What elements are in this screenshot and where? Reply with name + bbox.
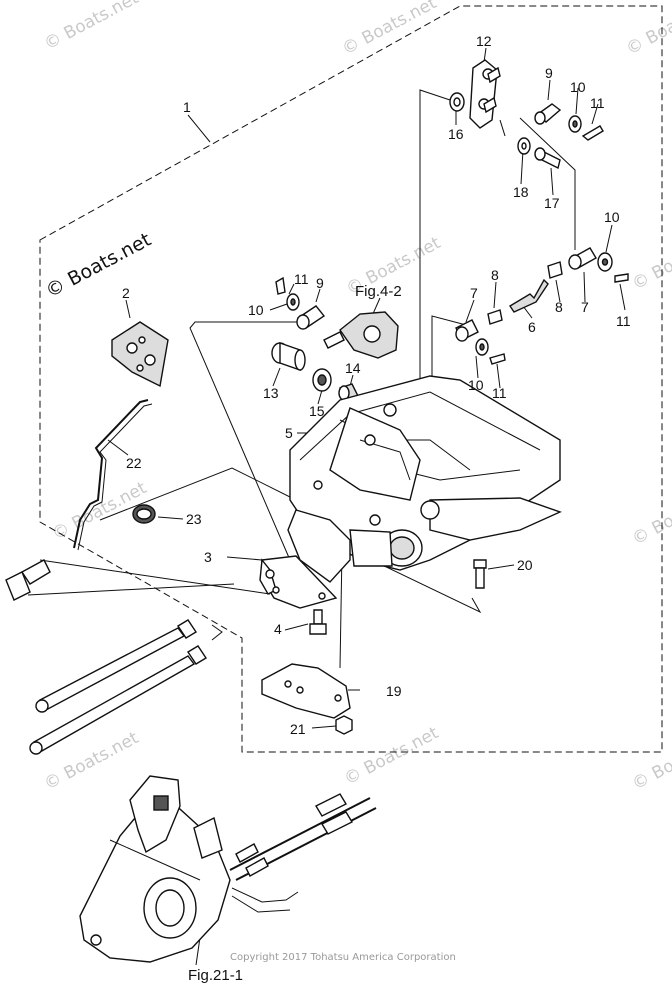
callout-label: 10	[604, 209, 620, 225]
washer-10-right	[597, 252, 613, 272]
callout-label: 11	[294, 271, 309, 287]
watermark: © Boats.net	[339, 0, 440, 59]
engine-bracket	[287, 375, 562, 583]
figure-ref-fig-21-1: Fig.21-1	[188, 967, 243, 984]
callout-label: 18	[513, 184, 529, 200]
watermark: © Boats.net	[629, 228, 672, 295]
washer-10-left	[286, 293, 300, 311]
callout-label: 6	[528, 319, 536, 335]
nut-8-right	[547, 261, 563, 279]
nut-8-left	[487, 309, 503, 325]
callout-label: 16	[448, 126, 464, 142]
figure-ref-fig-4-2: Fig.4-2	[355, 283, 402, 300]
watermark: © Boats.net	[623, 0, 672, 59]
control-cables	[29, 619, 207, 755]
pin-13	[271, 342, 306, 371]
callout-label: 21	[290, 721, 306, 737]
washer-18	[517, 137, 531, 155]
callout-label: 2	[122, 285, 130, 301]
plate-19	[261, 663, 351, 719]
ball-joint-7-left	[455, 319, 479, 342]
watermark: © Boats.net	[341, 723, 442, 790]
callout-label: 9	[545, 65, 553, 81]
nut-21	[335, 715, 353, 735]
bolt-17	[534, 147, 561, 170]
ball-joint-9-top	[534, 103, 562, 125]
callout-label: 22	[126, 455, 142, 471]
callout-label: 20	[517, 557, 533, 573]
clip-11-left	[275, 276, 286, 295]
callouts: 1 2 3 4 5 6 7 7 8 8 9 9 10 10 10 10 11 1…	[122, 33, 631, 737]
callout-label: 5	[285, 425, 293, 441]
group-border	[39, 5, 663, 753]
bolt-4	[309, 609, 327, 635]
watermark: © Boats.net	[629, 728, 672, 795]
cable-end-left	[5, 559, 51, 601]
grommet-plate-2	[111, 321, 169, 388]
link-plate-12	[469, 59, 501, 129]
washer-10-top	[568, 115, 582, 133]
link-rod-22	[73, 399, 153, 551]
callout-label: 1	[183, 99, 191, 115]
callout-label: 9	[316, 275, 324, 291]
callout-label: 15	[309, 403, 325, 419]
callout-label: 8	[555, 299, 563, 315]
callout-label: 10	[468, 377, 484, 393]
collar-15	[312, 368, 332, 392]
callout-label: 7	[470, 285, 478, 301]
callout-label: 17	[544, 195, 560, 211]
clip-11-top	[581, 125, 604, 141]
grommet-23	[132, 504, 156, 524]
ball-joint-7-right	[568, 247, 597, 270]
callout-label: 19	[386, 683, 402, 699]
callout-label: 10	[248, 302, 264, 318]
callout-label: 13	[263, 385, 279, 401]
callout-label: 10	[570, 79, 586, 95]
callout-label: 11	[492, 385, 507, 401]
watermark-large: © Boats.net	[42, 229, 155, 303]
watermark: © Boats.net	[41, 0, 142, 54]
washer-10-mid	[475, 338, 489, 356]
callout-label: 3	[204, 549, 212, 565]
callout-label: 4	[274, 621, 282, 637]
callout-label: 7	[581, 299, 589, 315]
callout-label: 11	[616, 313, 631, 329]
copyright: Copyright 2017 Tohatsu America Corporati…	[230, 952, 456, 963]
clip-11-right	[614, 273, 629, 283]
callout-label: 23	[186, 511, 202, 527]
callout-label: 8	[491, 267, 499, 283]
ball-joint-9-left	[296, 305, 326, 330]
callout-label: 14	[345, 360, 361, 376]
bolt-20	[473, 559, 487, 589]
throttle-cam-fig-4-2	[323, 311, 399, 359]
throttle-rod-6	[509, 278, 549, 313]
clip-11-mid	[489, 353, 506, 365]
callout-label: 12	[476, 33, 492, 49]
bracket-3	[259, 555, 338, 609]
watermark: © Boats.net	[629, 483, 672, 550]
washer-16	[449, 92, 465, 112]
callout-label: 11	[590, 95, 605, 111]
remote-control-box	[79, 775, 377, 963]
